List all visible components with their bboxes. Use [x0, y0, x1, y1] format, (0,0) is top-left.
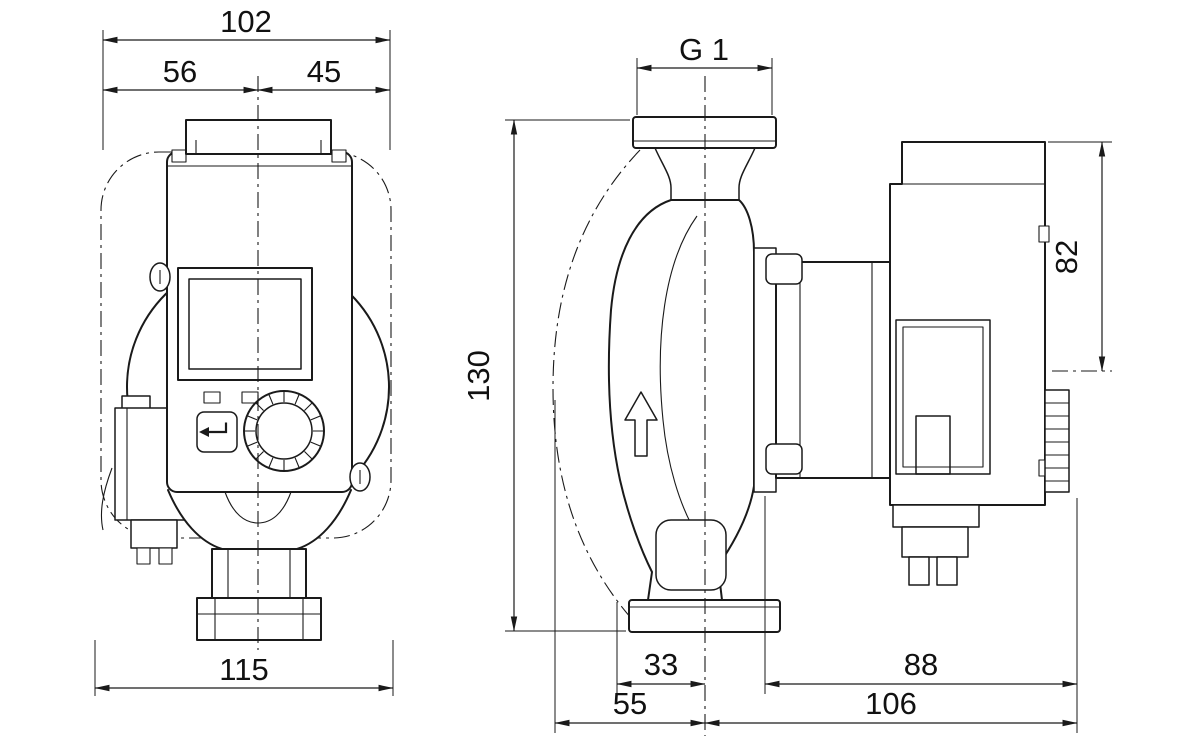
dim-label-88: 88: [904, 647, 938, 682]
pipe-union: [196, 597, 322, 641]
module-clip-right: [331, 149, 347, 163]
dim-head-offsets: 56 45: [102, 54, 391, 94]
module-clip-left: [171, 149, 187, 163]
dim-depths-row2: 55 106: [554, 400, 1078, 733]
dim-label-106: 106: [865, 686, 917, 721]
suction-neck-right: [738, 147, 756, 201]
dim-base-width: 115: [94, 640, 394, 696]
display-screen: [188, 278, 302, 370]
back-button: [196, 411, 238, 453]
clamp-bolt-bottom: [765, 443, 803, 475]
flow-direction-arrow-icon: [624, 391, 658, 457]
dim-label-82: 82: [1049, 240, 1084, 274]
dim-overall-height: 130: [461, 119, 630, 632]
dim-label-45: 45: [307, 54, 341, 89]
cable-connector-bottom: [892, 504, 980, 586]
module-body-side: [889, 141, 1046, 506]
module-clip-upper: [1038, 225, 1050, 243]
terminal-latch: [915, 415, 951, 475]
dim-label-130: 130: [461, 350, 496, 402]
dim-thread: G 1: [636, 32, 773, 115]
control-knob: [243, 390, 325, 472]
dim-overall-width: 102: [102, 4, 391, 150]
terminal-box: [100, 395, 189, 565]
dim-label-102: 102: [220, 4, 272, 39]
back-arrow-icon: [209, 422, 228, 434]
dim-label-115: 115: [219, 652, 268, 687]
control-module-front: [149, 119, 371, 493]
front-view: 102 56 45 115: [94, 4, 394, 696]
union-nut: [211, 548, 307, 599]
display-frame: [177, 267, 313, 381]
cable-gland: [130, 519, 178, 549]
pump-port-cover: [655, 519, 727, 591]
dim-label-55: 55: [613, 686, 647, 721]
mounting-screw-bottom: [349, 462, 371, 492]
side-view: G 1 130 82 33 88 55 10: [461, 32, 1112, 736]
plug-connectors: [1044, 389, 1070, 493]
mounting-screw-top: [149, 262, 171, 292]
control-module-side: [889, 141, 1070, 586]
dim-label-33: 33: [644, 647, 678, 682]
suction-neck-left: [654, 147, 672, 201]
motor-body: [775, 261, 891, 479]
dim-module-height: 82: [1048, 141, 1112, 372]
rotation-envelope-outline-side: [552, 149, 641, 629]
dim-depths-row1: 33 88: [616, 496, 1078, 694]
cable-wire: [100, 467, 113, 531]
pump-volute-side: [607, 147, 756, 601]
clamp-bolt-top: [765, 253, 803, 285]
led-indicator-left: [203, 391, 221, 404]
motor-assembly: [753, 247, 891, 493]
dim-label-g1: G 1: [679, 32, 729, 67]
dim-label-56: 56: [163, 54, 197, 89]
